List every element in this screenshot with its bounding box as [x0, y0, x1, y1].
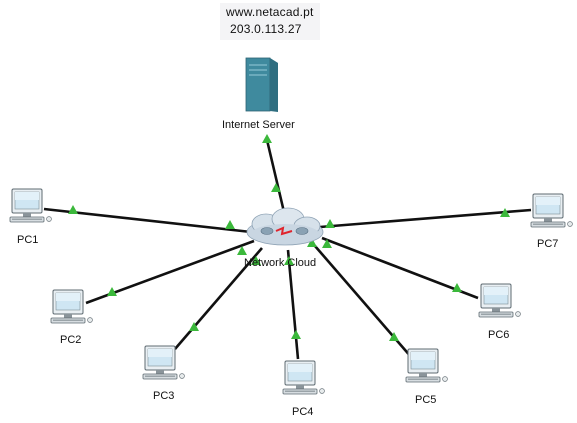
annotation-url: www.netacad.pt	[226, 5, 314, 19]
pc4-label: PC4	[292, 406, 313, 418]
link-status-indicators	[68, 134, 510, 341]
pc5-device[interactable]: PC5	[405, 348, 448, 406]
link-status-up-icon	[452, 283, 462, 292]
link-status-up-icon	[389, 332, 399, 341]
pc3-label: PC3	[153, 390, 174, 402]
pc-workstation-icon	[405, 348, 448, 383]
link-pc7-cloud[interactable]	[319, 208, 532, 229]
link-server-cloud[interactable]	[265, 139, 286, 213]
link-pc4-cloud[interactable]	[286, 249, 300, 360]
link-status-up-icon	[189, 322, 199, 331]
pc-workstation-icon	[50, 289, 93, 324]
link-pc5-cloud[interactable]	[314, 245, 413, 359]
pc1-device[interactable]: PC1	[9, 188, 52, 246]
pc2-device[interactable]: PC2	[50, 289, 93, 346]
cloud-label: Network Cloud	[244, 257, 316, 269]
pc7-label: PC7	[537, 238, 558, 250]
link-status-up-icon	[291, 330, 301, 339]
link-status-up-icon	[284, 256, 294, 265]
link-pc3-cloud[interactable]	[174, 247, 263, 350]
link-status-up-icon	[271, 183, 281, 192]
pc2-label: PC2	[60, 334, 81, 346]
pc7-device[interactable]: PC7	[530, 193, 573, 250]
pc1-label: PC1	[17, 234, 38, 246]
pc-workstation-icon	[530, 193, 573, 228]
network-cloud-icon	[246, 207, 324, 246]
link-status-up-icon	[262, 134, 272, 143]
link-status-up-icon	[225, 220, 235, 229]
link-status-up-icon	[307, 238, 317, 247]
link-status-up-icon	[251, 256, 261, 265]
annotation-ip: 203.0.113.27	[230, 22, 302, 36]
link-pc1-cloud[interactable]	[43, 207, 252, 234]
link-status-up-icon	[322, 239, 332, 248]
pc5-label: PC5	[415, 394, 436, 406]
pc-workstation-icon	[142, 345, 185, 380]
pc6-device[interactable]: PC6	[478, 283, 521, 341]
pc4-device[interactable]: PC4	[282, 360, 325, 418]
server-label: Internet Server	[222, 119, 295, 131]
pc-workstation-icon	[478, 283, 521, 318]
internet-server-device[interactable]: Internet Server	[222, 57, 295, 131]
annotation-box: www.netacad.pt 203.0.113.27	[220, 3, 320, 40]
link-status-up-icon	[500, 208, 510, 217]
network-cloud-device[interactable]: Network Cloud	[244, 207, 324, 269]
link-status-up-icon	[325, 219, 335, 228]
links	[43, 139, 532, 360]
pc-workstation-icon	[282, 360, 325, 395]
link-status-up-icon	[237, 246, 247, 255]
server-tower-icon	[245, 57, 278, 112]
link-status-up-icon	[107, 287, 117, 296]
link-pc6-cloud[interactable]	[321, 236, 479, 300]
pc3-device[interactable]: PC3	[142, 345, 185, 402]
pc-workstation-icon	[9, 188, 52, 223]
link-status-up-icon	[68, 205, 78, 214]
pc6-label: PC6	[488, 329, 509, 341]
